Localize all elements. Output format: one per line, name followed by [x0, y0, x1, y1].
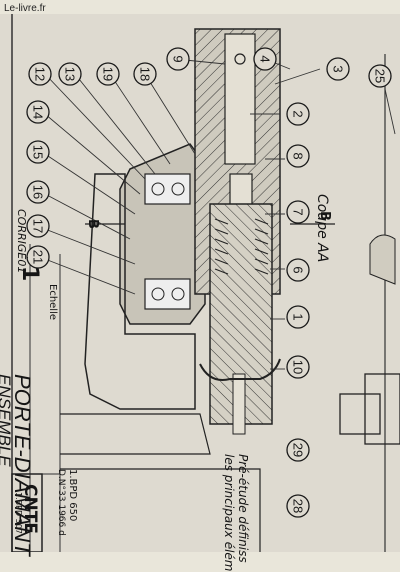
- callout-17: 17: [26, 214, 50, 238]
- ref-date: D.N°33 1966 d: [56, 469, 66, 536]
- callout-6: 6: [286, 258, 310, 282]
- section-marker-right: B: [317, 211, 332, 221]
- upper-bore: [224, 33, 256, 165]
- callout-18: 18: [133, 62, 157, 86]
- status-stamp: CORRIGÉ01: [15, 209, 28, 274]
- callout-12: 12: [28, 62, 52, 86]
- note-line-2: les principaux élém: [222, 454, 236, 572]
- ball: [151, 287, 165, 301]
- callout-number: 18: [138, 67, 153, 81]
- ball: [171, 182, 185, 196]
- callout-number: 16: [31, 185, 46, 199]
- callout-number: 9: [171, 55, 186, 62]
- ref-code: 1.BPD 650: [67, 469, 78, 522]
- callout-number: 4: [258, 55, 273, 62]
- section-marker-left: B: [85, 219, 100, 229]
- callout-3: 3: [326, 57, 350, 81]
- drawing-canvas: 12 13 19 18 9 4 3 25 14 2 15 8 16 7 17 21 6 1 10 29 28: [11, 14, 400, 552]
- handle-lower: [60, 468, 261, 552]
- shaft-hole: [232, 373, 246, 435]
- callout-number: 13: [63, 67, 78, 81]
- ball: [151, 182, 165, 196]
- callout-number: 8: [291, 152, 306, 159]
- callout-number: 25: [373, 69, 388, 83]
- ball: [171, 287, 185, 301]
- callout-number: 3: [331, 65, 346, 72]
- callout-number: 1: [291, 313, 306, 320]
- bolt: [339, 393, 381, 435]
- callout-number: 10: [291, 360, 306, 374]
- callout-19: 19: [96, 62, 120, 86]
- right-component: [369, 234, 396, 285]
- callout-14: 14: [26, 100, 50, 124]
- callout-number: 19: [101, 67, 116, 81]
- callout-number: 17: [31, 219, 46, 233]
- callout-21: 21: [26, 245, 50, 269]
- callout-10: 10: [286, 355, 310, 379]
- callout-number: 14: [31, 105, 46, 119]
- callout-number: 6: [291, 266, 306, 273]
- callout-28: 28: [286, 494, 310, 518]
- callout-number: 15: [31, 145, 46, 159]
- callout-25: 25: [368, 64, 392, 88]
- section-label: Coupe AA: [314, 194, 330, 263]
- company-code: 1.BPD 307: [14, 492, 23, 534]
- callout-13: 13: [58, 62, 82, 86]
- callout-number: 12: [33, 67, 48, 81]
- callout-4: 4: [253, 47, 277, 71]
- scale-label: Echelle: [47, 284, 58, 321]
- note-line-1: Pré-étude définiss: [236, 454, 250, 563]
- callout-number: 2: [291, 110, 306, 117]
- callout-number: 29: [291, 443, 306, 457]
- pin: [234, 53, 246, 65]
- callout-15: 15: [26, 140, 50, 164]
- callout-29: 29: [286, 438, 310, 462]
- callout-1: 1: [286, 305, 310, 329]
- part-callouts: 12 13 19 18 9 4 3 25 14 2 15 8 16 7 17 21 6 1 10 29 28: [26, 47, 392, 518]
- callout-9: 9: [166, 47, 190, 71]
- company-box: [11, 473, 43, 552]
- spring: [214, 218, 269, 275]
- callout-2: 2: [286, 102, 310, 126]
- bolt-head: [364, 373, 400, 445]
- seal: [199, 358, 281, 381]
- callout-number: 21: [31, 250, 46, 264]
- callout-16: 16: [26, 180, 50, 204]
- watermark: Le-livre.fr: [4, 3, 46, 14]
- callout-8: 8: [286, 144, 310, 168]
- callout-number: 7: [291, 208, 306, 215]
- handle-upper: [60, 413, 211, 455]
- callout-7: 7: [286, 200, 310, 224]
- drawing-subtitle: ENSEMBLE: [0, 374, 14, 467]
- outer-shell: [84, 173, 196, 410]
- company-name: CNTE: [20, 484, 40, 534]
- callout-number: 28: [291, 499, 306, 513]
